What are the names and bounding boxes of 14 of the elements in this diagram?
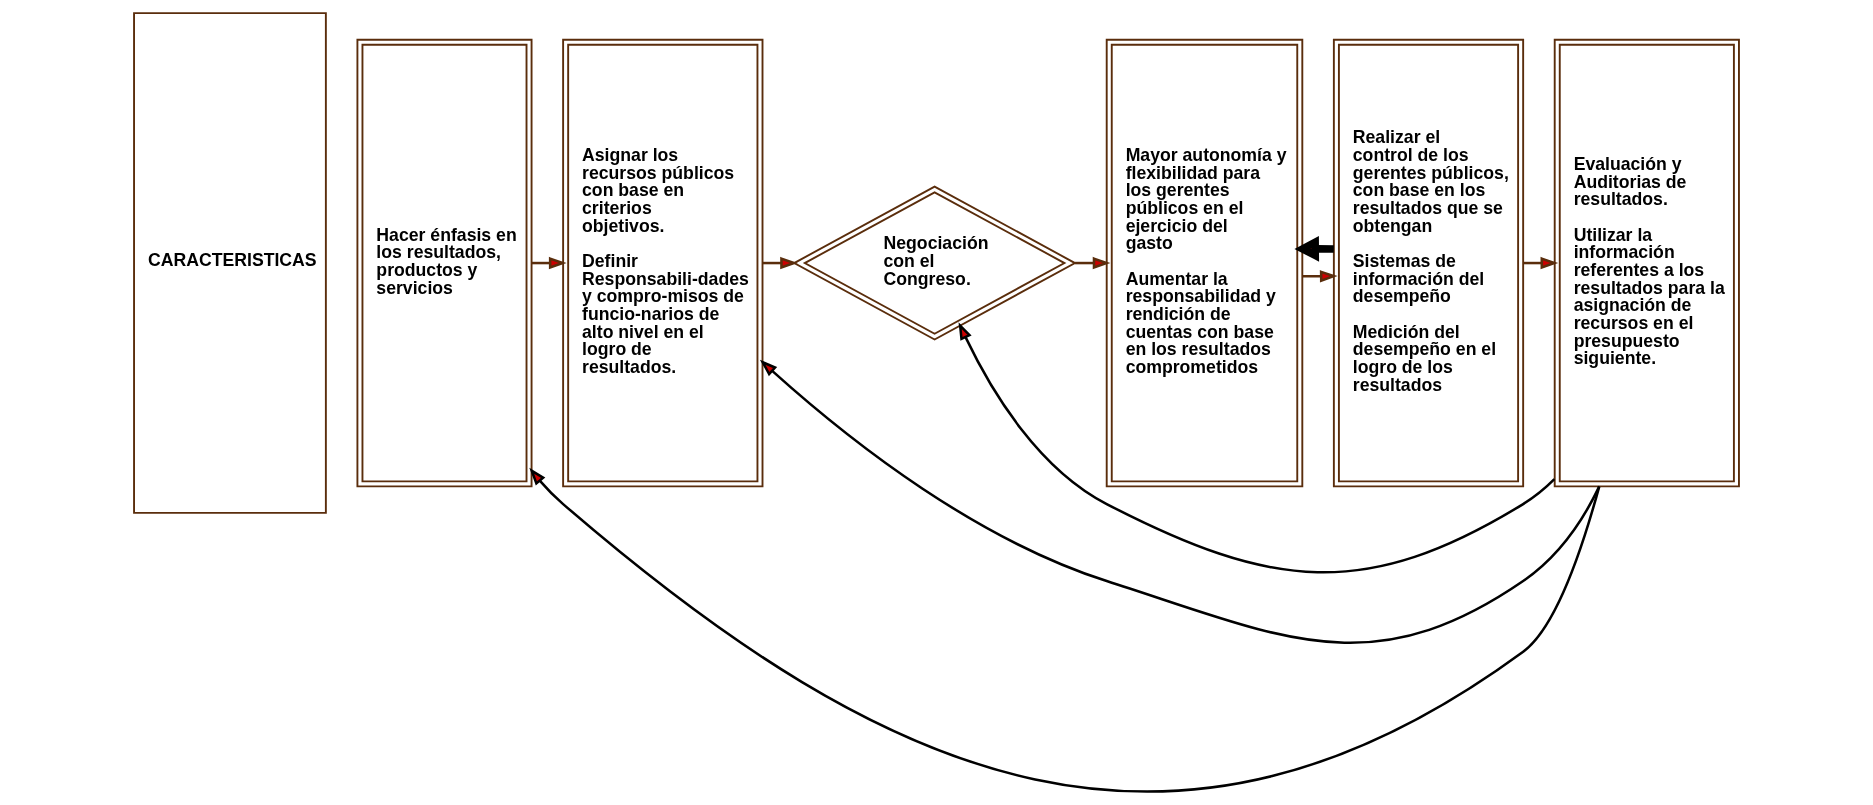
- node-box: Realizar el control de los gerentes públicos, con base en los resultados que se obtengan Sistemas de información del desempeño Medición del desempeño en el logro de los resultados: [1332, 38, 1525, 488]
- arrow: [531, 256, 567, 270]
- node-box: Asignar los recursos públicos con base en criterios objetivos. Definir Responsabili-dades y compro-misos de funcio-narios de alto nivel en el logro de resultados.: [562, 38, 764, 488]
- node-box: Hacer énfasis en los resultados, productos y servicios: [356, 38, 533, 488]
- arrow: [1075, 256, 1111, 270]
- node-box: Mayor autonomía y flexibilidad para los gerentes públicos en el ejercicio del gasto Aumentar la responsabilidad y rendición de cuentas con base en los resultados comprometidos: [1105, 38, 1304, 488]
- arrow: [1302, 270, 1338, 283]
- node-box: Evaluación y Auditorias de resultados. Utilizar la información referentes a los resultados para la asignación de recursos en el presupuesto siguiente.: [1553, 38, 1740, 488]
- arrow: [762, 256, 798, 270]
- arrow: [759, 359, 1601, 644]
- arrow: [1523, 256, 1559, 270]
- arrow: [529, 467, 1601, 792]
- node-box: CARACTERISTICAS: [133, 12, 327, 514]
- arrow: [958, 322, 1556, 574]
